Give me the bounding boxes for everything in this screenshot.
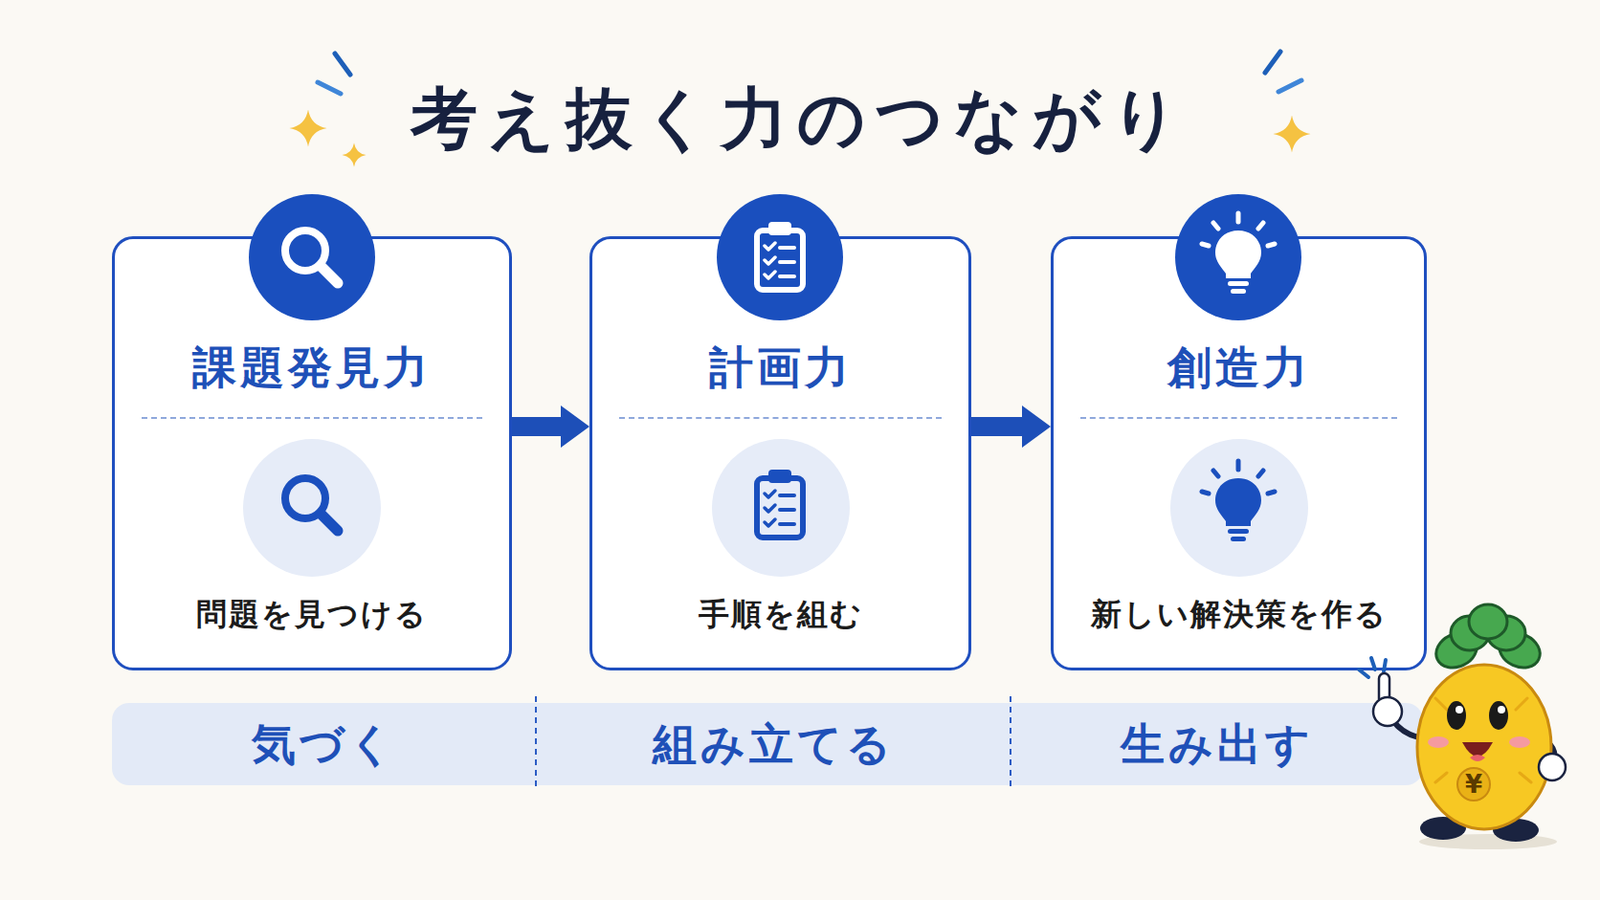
summary-band: 気づく組み立てる生み出す — [111, 703, 1423, 786]
card-text: 手順を組む — [598, 589, 963, 640]
process-card: 課題発見力問題を見つける — [111, 236, 512, 671]
icon-circle — [716, 194, 844, 321]
flow-arrow — [971, 405, 1051, 448]
mascot-shadow — [1419, 834, 1557, 850]
mascot-eye — [1446, 701, 1467, 731]
process-card: 計画力手順を組む — [589, 236, 972, 671]
band-text: 気づく — [111, 703, 536, 786]
card-text: 新しい解決策を作る — [1059, 589, 1419, 640]
diagram-title: 考え抜く力のつながり — [0, 72, 1600, 165]
mascot-eye — [1488, 701, 1509, 731]
mascot-body — [1417, 665, 1552, 830]
sparkle-dash — [334, 53, 351, 75]
mascot-blush — [1427, 736, 1449, 749]
mascot-foot — [1492, 819, 1539, 843]
icon-circle — [1175, 194, 1302, 321]
sparkle-star — [288, 109, 327, 147]
mascot-sparkle — [1358, 658, 1386, 678]
mascot-blush — [1509, 736, 1531, 749]
mascot-leaves — [1430, 604, 1546, 675]
clipboard-icon — [756, 469, 803, 538]
search-icon — [285, 230, 338, 284]
mascot-mouth — [1462, 742, 1493, 757]
band-text: 組み立てる — [535, 703, 1011, 786]
band-text: 生み出す — [1010, 703, 1423, 786]
band-divider — [1009, 696, 1012, 789]
card-heading: 計画力 — [592, 336, 969, 399]
lightbulb-icon — [1201, 213, 1275, 294]
card-heading: 創造力 — [1053, 336, 1424, 399]
card-text: 問題を見つける — [120, 589, 504, 640]
icon-disc — [711, 439, 850, 578]
band-divider — [534, 696, 537, 789]
mascot — [1358, 604, 1566, 850]
card-heading: 課題発見力 — [114, 336, 510, 399]
sparkle-star — [1272, 114, 1311, 153]
mascot-finger — [1378, 673, 1390, 705]
mascot-eye-glint — [1455, 706, 1464, 714]
mascot-tongue — [1469, 755, 1486, 762]
clipboard-icon — [756, 222, 803, 290]
sparkle-dash — [1265, 51, 1281, 73]
mascot-leg — [1502, 803, 1514, 829]
dashed-divider — [141, 417, 483, 420]
mascot-arm — [1542, 738, 1556, 768]
process-card: 創造力新しい解決策を作る — [1050, 236, 1427, 671]
lightbulb-icon — [1201, 461, 1275, 542]
mascot-foot — [1420, 817, 1467, 841]
icon-disc — [243, 439, 381, 578]
sparkle-star — [341, 142, 366, 167]
mascot-hand — [1538, 754, 1566, 781]
icon-circle — [248, 194, 376, 321]
mascot-leg — [1446, 803, 1459, 827]
search-icon — [285, 478, 338, 532]
icon-disc — [1170, 439, 1309, 578]
mascot-symbol: ¥ — [1454, 769, 1493, 800]
mascot-texture — [1435, 698, 1532, 783]
dashed-divider — [1080, 417, 1398, 420]
mascot-hand — [1373, 697, 1402, 727]
sparkle-dash — [1278, 80, 1302, 92]
mascot-eye-glint — [1497, 706, 1506, 714]
sparkle-dash — [317, 82, 341, 94]
mascot-arm — [1389, 715, 1426, 739]
flow-arrow — [511, 405, 590, 448]
dashed-divider — [619, 417, 942, 420]
